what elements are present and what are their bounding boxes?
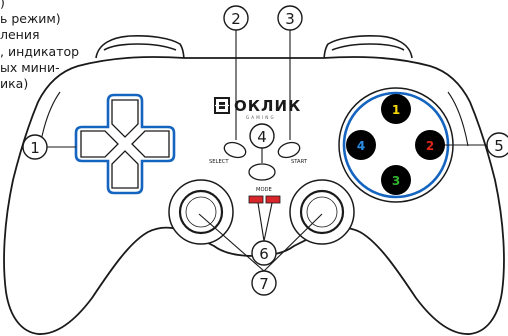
face-button-4-label: 4 — [357, 139, 365, 153]
callout-6-label: 6 — [259, 245, 269, 263]
led-indicator-icon — [248, 195, 281, 204]
side-text-line: ых мини- — [0, 60, 60, 75]
callout-7-label: 7 — [259, 275, 269, 293]
callout-5-label: 5 — [494, 137, 504, 155]
face-button-3 — [381, 165, 411, 195]
side-text-line: ь режим) — [0, 11, 61, 26]
callout-3: 3 — [277, 5, 303, 31]
start-button — [277, 141, 301, 159]
shoulder-right — [323, 35, 413, 63]
analog-stick-right — [289, 179, 355, 245]
start-label: START — [291, 159, 308, 165]
analog-stick-icon — [168, 179, 234, 245]
select-button — [223, 141, 247, 159]
side-text-line: ления — [0, 27, 40, 42]
side-text-fragment: ) ь режим) ления , индикатор ых мини- ик… — [0, 0, 170, 130]
face-button-3-label: 3 — [392, 174, 400, 188]
face-button-4 — [346, 130, 376, 160]
callout-4: 4 — [249, 123, 275, 149]
brand-sub: GAMING — [246, 115, 276, 120]
select-label: SELECT — [209, 159, 229, 165]
callout-3-label: 3 — [285, 10, 295, 28]
mode-label: MODE — [256, 187, 272, 193]
face-button-2 — [415, 130, 445, 160]
callout-5: 5 — [486, 132, 508, 158]
side-text-line: , индикатор — [0, 44, 80, 59]
callout-4-label: 4 — [257, 128, 267, 146]
face-button-2-label: 2 — [426, 139, 434, 153]
callout-7: 7 — [251, 270, 277, 296]
shoulder-left — [95, 35, 185, 63]
callout-2-label: 2 — [231, 10, 241, 28]
body-contour-right — [447, 91, 469, 147]
mode-button — [248, 163, 276, 181]
side-text-line: ) — [0, 0, 5, 10]
face-button-1 — [381, 94, 411, 124]
face-button-1-label: 1 — [392, 103, 400, 117]
callout-2: 2 — [223, 5, 249, 31]
callout-1: 1 — [22, 134, 48, 160]
dpad-icon — [74, 93, 176, 195]
callout-1-label: 1 — [30, 139, 40, 157]
logo-icon — [214, 97, 230, 114]
side-text-line: ика) — [0, 76, 29, 91]
brand-name: ОКЛИК — [234, 97, 301, 115]
leader-lines — [47, 30, 488, 272]
face-button-cluster: 1 2 3 4 — [338, 87, 454, 203]
callout-6: 6 — [251, 240, 277, 266]
